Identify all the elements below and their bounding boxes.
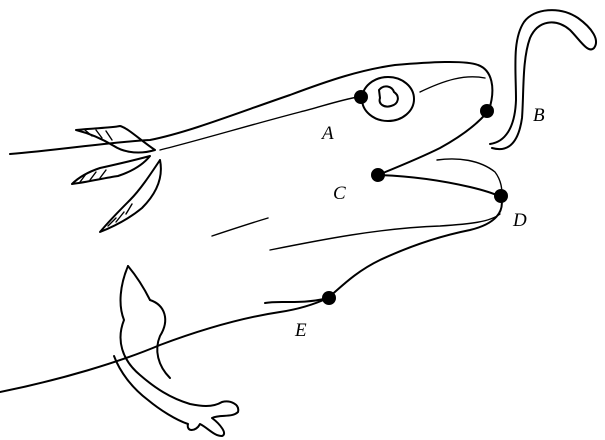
point-d-label: D xyxy=(512,210,527,231)
point-b-marker xyxy=(480,104,494,118)
shoulder-contour xyxy=(128,266,150,300)
landmark-points xyxy=(322,90,508,305)
front-leg xyxy=(114,266,238,436)
cheek-line xyxy=(270,214,500,250)
mouth-line xyxy=(378,175,501,197)
point-c-label: C xyxy=(333,183,346,204)
brow-line xyxy=(420,77,485,92)
leg-outline xyxy=(114,266,238,436)
landmark-labels: A B C D E xyxy=(294,105,545,341)
point-d-marker xyxy=(494,189,508,203)
point-e-label: E xyxy=(294,320,307,341)
eye-ring xyxy=(362,77,414,121)
tongue-outline xyxy=(490,10,596,149)
point-b-label: B xyxy=(533,105,545,126)
lateral-mark xyxy=(212,218,268,236)
point-a-marker xyxy=(354,90,368,104)
tongue xyxy=(490,10,596,149)
point-e-marker xyxy=(322,291,336,305)
point-a-label: A xyxy=(320,123,334,144)
inner-jaw xyxy=(437,159,502,197)
point-c-marker xyxy=(371,168,385,182)
pupil xyxy=(379,86,398,106)
leg-back-edge xyxy=(150,300,170,378)
back-contour xyxy=(10,62,492,154)
gill-middle xyxy=(72,156,150,184)
eye xyxy=(362,77,414,121)
throat-contour xyxy=(328,197,502,298)
gill-upper xyxy=(76,126,155,153)
